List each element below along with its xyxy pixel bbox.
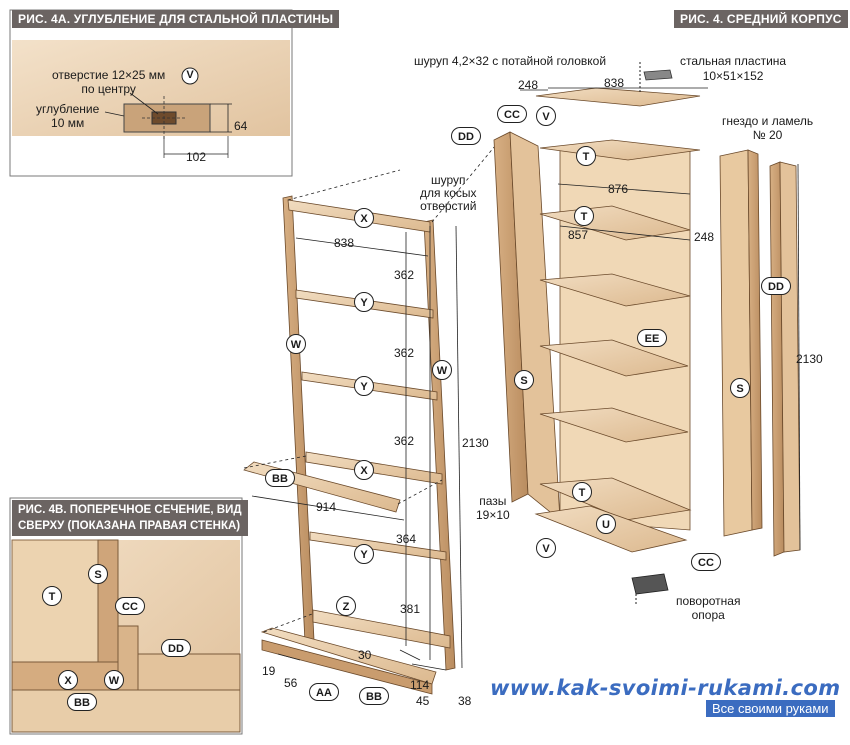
pocket-screw-label-1: шуруп [431,173,466,187]
part-label-y: Y [354,292,374,312]
watermark-tagline: Все своими руками [706,700,835,717]
fig4a-title: РИС. 4А. УГЛУБЛЕНИЕ ДЛЯ СТАЛЬНОЙ ПЛАСТИН… [12,10,340,28]
watermark-url: www.kak-svoimi-rukami.com [490,676,841,700]
center-cabinet [493,62,801,606]
part-label-v: V [536,538,556,558]
part-label-bb: BB [265,469,295,487]
part-label-v: V [536,106,556,126]
pivot-label-1: поворотная [676,594,741,608]
part-label-w: W [104,670,124,690]
dim-838-top: 838 [604,76,625,90]
grooves-label-1: пазы [479,494,507,508]
plate-label: стальная пластина 10×51×152 [680,54,786,84]
part-label-x: X [354,460,374,480]
dim-2130-side: 2130 [796,352,823,366]
part-label-u: U [596,514,616,534]
fig4a-recess-label-1: углубление [36,102,100,116]
fig4a-inset [9,9,293,177]
fig4a-dim-64: 64 [234,119,248,133]
fig4-title: РИС. 4. СРЕДНИЙ КОРПУС [674,10,848,28]
dim-857: 857 [568,228,589,242]
part-label-aa: AA [309,683,339,701]
side-ladder-frame [243,139,501,695]
pocket-screw-label: шуруп для косых отверстий [420,174,477,213]
part-label-cc: CC [691,553,721,571]
part-label-ee: EE [637,329,667,347]
dimension-lines [251,87,801,671]
dim-876: 876 [608,182,629,196]
screw-label: шуруп 4,2×32 с потайной головкой [414,54,607,68]
dim-362-c: 362 [394,434,415,448]
part-label-t: T [42,586,62,606]
stile-right [423,219,456,671]
fig4b-title-line1: РИС. 4В. ПОПЕРЕЧНОЕ СЕЧЕНИЕ, ВИД [18,504,242,516]
fig4b-title-line2: СВЕРХУ (ПОКАЗАНА ПРАВАЯ СТЕНКА) [18,520,241,532]
part-label-s: S [88,564,108,584]
plate-label-2: 10×51×152 [702,69,764,83]
part-label-w: W [286,334,306,354]
dim-362-a: 362 [394,268,415,282]
grooves-label: пазы 19×10 [476,494,510,522]
pivot-label: поворотная опора [676,594,740,622]
part-label-t: T [572,482,592,502]
part-label-bb: BB [359,687,389,705]
grooves-label-2: 19×10 [476,508,510,522]
slot-label: гнездо и ламель № 20 [722,114,813,142]
dim-362-b: 362 [394,346,415,360]
part-label-x: X [58,670,78,690]
pocket-screw-label-3: отверстий [420,199,477,213]
dim-56: 56 [284,676,298,690]
part-label-cc: CC [115,597,145,615]
part-label-z: Z [336,596,356,616]
part-label-dd: DD [761,277,791,295]
part-label-cc: CC [497,105,527,123]
part-label-s: S [730,378,750,398]
dim-248-top: 248 [518,78,539,92]
dim-914: 914 [316,500,337,514]
dim-30: 30 [358,648,372,662]
fig4a-hole-label-1: отверстие 12×25 мм [52,68,166,82]
dim-838-frame: 838 [334,236,355,250]
part-label-s: S [514,370,534,390]
fig4b-inset [9,497,243,735]
slot-label-1: гнездо и ламель [722,114,814,128]
fig4a-hole-label: отверстие 12×25 мм по центру [52,68,165,96]
part-label-bb: BB [67,693,97,711]
stile-left [282,195,315,643]
fig4b-title: РИС. 4В. ПОПЕРЕЧНОЕ СЕЧЕНИЕ, ВИД СВЕРХУ … [12,500,248,536]
part-label-dd: DD [161,639,191,657]
dim-364: 364 [396,532,417,546]
part-label-t: T [576,146,596,166]
slot-label-2: № 20 [752,128,783,142]
part-label-dd: DD [451,127,481,145]
part-label-w: W [432,360,452,380]
part-label-x: X [354,208,374,228]
fig4a-dim-102: 102 [186,150,207,164]
fig4a-part-v: V [186,69,194,81]
pocket-screw-label-2: для косых [420,186,477,200]
part-label-y: Y [354,544,374,564]
dim-381: 381 [400,602,421,616]
fig4a-recess-label-2: 10 мм [51,116,85,130]
dim-2130-frame: 2130 [462,436,489,450]
dim-114: 114 [410,678,430,692]
dim-19: 19 [262,664,276,678]
dim-38: 38 [458,694,472,708]
dim-45: 45 [416,694,430,708]
fig4a-hole-label-2: по центру [81,82,136,96]
plate-label-1: стальная пластина [680,54,787,68]
dim-248-side: 248 [694,230,715,244]
pivot-label-2: опора [691,608,725,622]
part-label-t: T [574,206,594,226]
fig4a-recess-label: углубление 10 мм [36,102,99,130]
part-label-y: Y [354,376,374,396]
